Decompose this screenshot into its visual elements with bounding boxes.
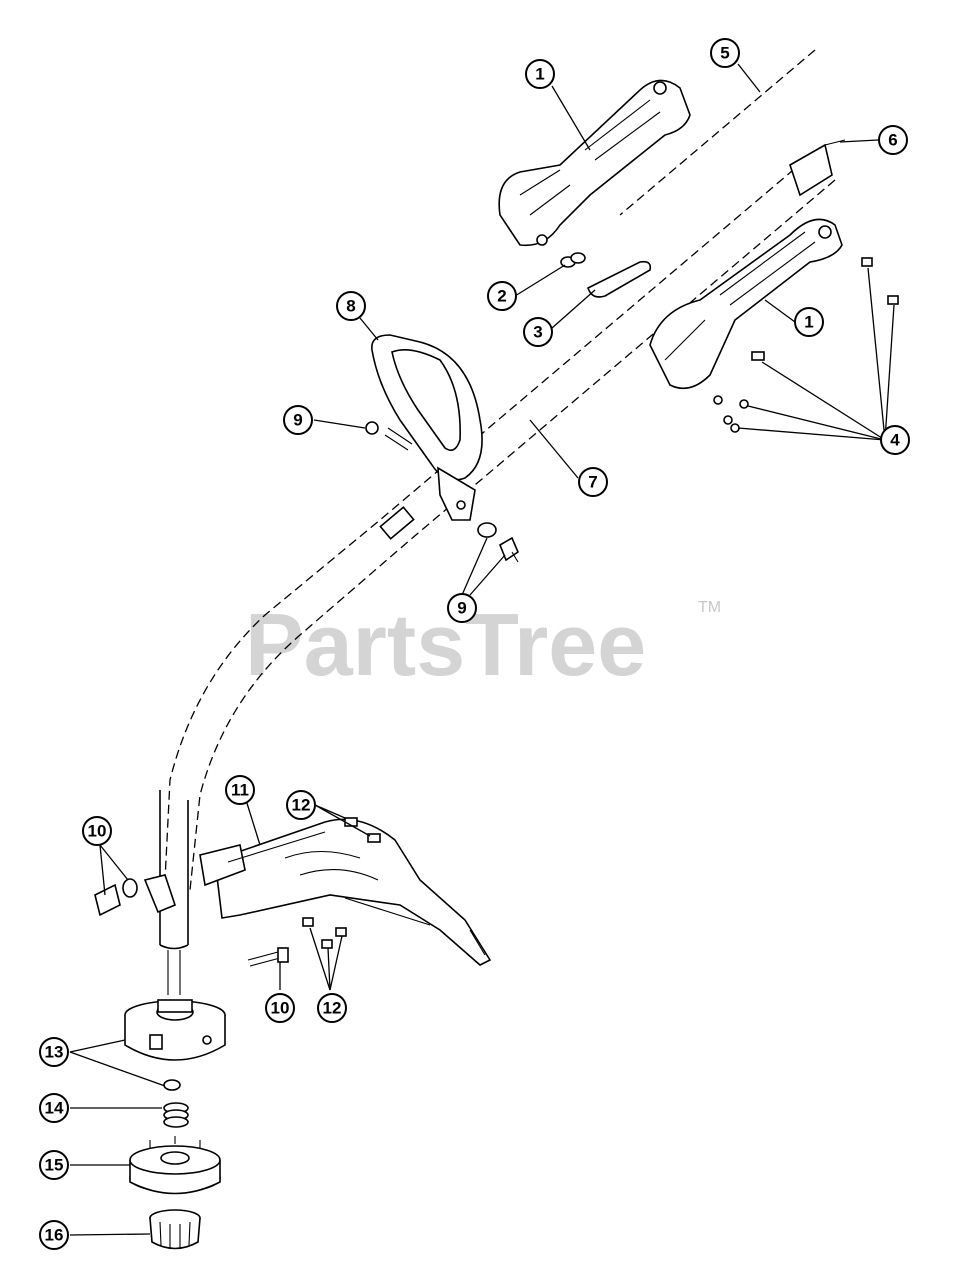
svg-text:7: 7: [588, 473, 597, 492]
assist-handle-hardware: [477, 522, 519, 563]
callout-3-trigger: 3: [523, 317, 553, 347]
watermark-text: PartsTree: [245, 595, 646, 694]
svg-text:3: 3: [533, 323, 542, 342]
svg-text:15: 15: [45, 1156, 64, 1175]
svg-text:5: 5: [720, 44, 729, 63]
callout-4-screws: 4: [880, 425, 910, 455]
svg-text:12: 12: [323, 999, 342, 1018]
svg-text:6: 6: [888, 131, 897, 150]
throttle-cable: [619, 49, 816, 216]
head-spring: [163, 1079, 189, 1128]
callout-16-knob: 16: [39, 1220, 69, 1250]
callout-12-upper-screws: 12: [286, 790, 316, 820]
callout-7-shaft: 7: [578, 467, 608, 497]
trimmer-guard: [199, 818, 492, 966]
svg-text:12: 12: [292, 796, 311, 815]
svg-text:16: 16: [45, 1226, 64, 1245]
callout-12-lower-screws: 12: [317, 993, 347, 1023]
svg-text:14: 14: [45, 1099, 64, 1118]
svg-text:1: 1: [535, 65, 544, 84]
callout-14-spring: 14: [39, 1093, 69, 1123]
callout-1-upper-handle: 1: [525, 59, 555, 89]
callout-13-housing: 13: [39, 1037, 69, 1067]
svg-text:10: 10: [271, 999, 290, 1018]
lower-handle-housing: [649, 218, 843, 390]
housing-screws: [713, 257, 899, 433]
watermark: PartsTree TM: [245, 595, 721, 694]
upper-handle-housing: [498, 79, 691, 247]
callout-10-bolt: 10: [265, 993, 295, 1023]
callout-8-assist-handle: 8: [336, 291, 366, 321]
trimmer-head-housing: [124, 999, 226, 1061]
svg-text:9: 9: [293, 411, 302, 430]
bump-knob: [149, 1209, 201, 1250]
svg-text:10: 10: [88, 822, 107, 841]
drive-shaft-end: [789, 139, 846, 197]
callout-15-spool: 15: [39, 1150, 69, 1180]
throttle-trigger: [587, 260, 652, 298]
svg-text:9: 9: [457, 599, 466, 618]
watermark-trademark: TM: [698, 599, 721, 616]
callout-11-guard: 11: [225, 775, 255, 805]
assist-handle: [365, 334, 483, 521]
svg-text:2: 2: [497, 287, 506, 306]
callout-2-spring: 2: [487, 281, 517, 311]
callout-5-cable: 5: [710, 38, 740, 68]
svg-text:4: 4: [890, 431, 900, 450]
svg-text:8: 8: [346, 297, 355, 316]
callout-9-hardware: 9: [447, 593, 477, 623]
callout-1-lower-handle: 1: [794, 307, 824, 337]
callout-9-bolt: 9: [283, 405, 313, 435]
callout-6-drive-shaft: 6: [878, 125, 908, 155]
trigger-spring: [560, 252, 586, 268]
svg-text:11: 11: [231, 781, 249, 800]
guard-screws: [302, 817, 381, 949]
svg-text:1: 1: [804, 313, 813, 332]
callout-10-wing-nut: 10: [82, 816, 112, 846]
line-spool: [129, 1136, 221, 1195]
leader-lines: [69, 63, 895, 1236]
svg-text:13: 13: [45, 1043, 64, 1062]
guard-bolt: [247, 947, 289, 967]
shaft-tube: [159, 159, 836, 995]
clamp-wing-nut: [94, 874, 176, 917]
